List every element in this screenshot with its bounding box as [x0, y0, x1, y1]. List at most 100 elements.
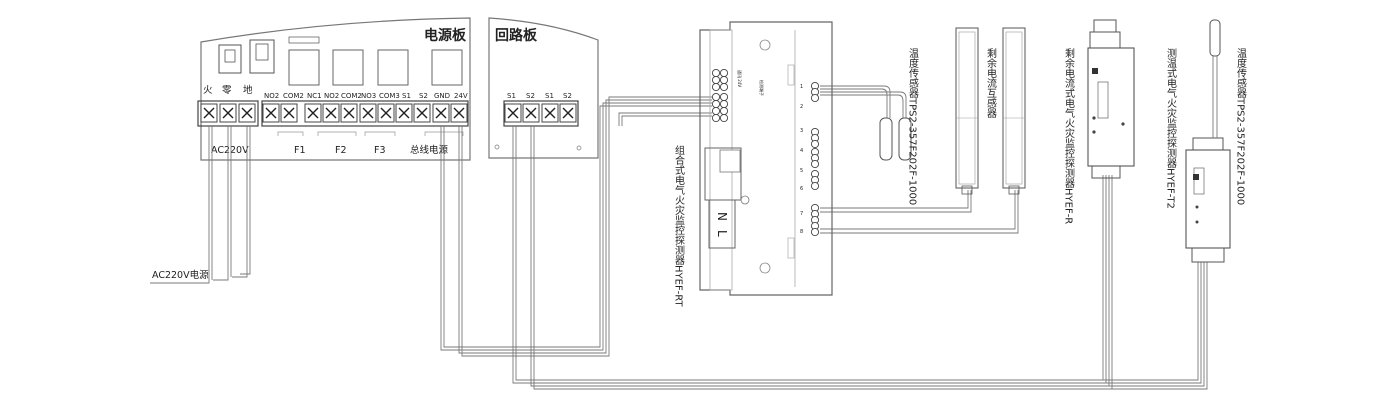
power-board-outline: [200, 17, 471, 161]
label-f3: F3: [374, 145, 386, 156]
terminal-circle: [719, 113, 729, 123]
terminal-circle: [810, 227, 820, 237]
temp-probe-2: [1209, 19, 1221, 57]
terminal-label: NO3: [361, 92, 376, 100]
terminal-circle: [711, 68, 721, 78]
terminal-circle: [711, 75, 721, 85]
rt-channel-number: 6: [800, 186, 803, 192]
terminal-circle: [719, 99, 729, 109]
t2-detector-label: 测温式电气火灾监控探测器HYEF-T2: [1165, 47, 1177, 209]
rt-channel-number: 3: [800, 128, 803, 134]
rt-right-terminals: [810, 81, 820, 237]
terminal-screw: [377, 103, 395, 123]
wire-residual-ct-1: [820, 190, 969, 209]
terminal-screw: [559, 103, 577, 123]
label-ac220v: AC220V: [211, 145, 249, 156]
terminal-label: COM2: [341, 92, 362, 100]
terminal-screw: [450, 103, 468, 123]
temp-probe: [898, 117, 912, 161]
wire-loop-s2: [530, 126, 1205, 387]
relay-4: [431, 49, 463, 86]
terminal-label: COM3: [379, 92, 400, 100]
terminal-screw: [340, 103, 358, 123]
temp-probe: [879, 117, 893, 161]
switch-2: [249, 39, 275, 74]
rt-detector-label: 组合式电气火灾监控探测器HYEF-RT: [673, 144, 685, 308]
wire-bus-to-rt: [618, 112, 712, 126]
terminal-screw: [413, 103, 431, 123]
rt-l-mark: L: [715, 230, 729, 237]
terminal-label: NC1: [307, 92, 322, 100]
loop-terminal-strip: [503, 100, 579, 127]
terminal-circle: [810, 139, 820, 149]
rt-channel-number: 1: [800, 84, 803, 90]
label-f2: F2: [335, 145, 347, 156]
rt-channel-number: 2: [800, 104, 803, 110]
residual-ct-2: [1002, 27, 1026, 195]
wire-temp-sensor-1: [820, 85, 891, 118]
loop-terminal-label: S2: [563, 92, 572, 100]
loop-terminal-screws: [504, 103, 577, 123]
relay-3: [377, 49, 409, 86]
terminal-circle: [810, 159, 820, 169]
terminal-circle: [719, 75, 729, 85]
wire-bus-gnd: [440, 102, 712, 351]
terminal-circle: [719, 68, 729, 78]
rt-n-mark: N: [715, 212, 729, 221]
terminal-screw: [395, 103, 413, 123]
terminal-screw: [522, 103, 540, 123]
power-board: 电源板 火 零 地 NO2 COM2 NC1 NO2 COM2 NO3 COM3…: [197, 17, 471, 161]
terminal-screw: [280, 103, 298, 123]
terminal-circle: [711, 113, 721, 123]
r-detector: 剩余电流式电气火灾监控探测器HYEF-R: [1063, 19, 1135, 225]
ac-supply-label: AC220V电源: [152, 269, 209, 281]
rt-channel-number: 4: [800, 148, 803, 154]
wire-ac-neutral: [213, 126, 229, 281]
label-live: 火: [203, 85, 213, 96]
terminal-screw: [200, 103, 218, 123]
terminal-screw: [541, 103, 559, 123]
terminal-label: NO2: [264, 92, 279, 100]
terminal-label: S1: [402, 92, 411, 100]
wire-loop-s1: [512, 126, 1202, 384]
terminal-circle: [810, 181, 820, 191]
rt-left-terminals: [711, 68, 729, 123]
wire-ac-live: [150, 126, 210, 284]
terminal-circle: [810, 93, 820, 103]
loop-board-title: 回路板: [495, 27, 538, 44]
rt-channel-number: 7: [800, 211, 803, 217]
label-ground: 地: [243, 84, 253, 96]
label-f1: F1: [294, 145, 306, 156]
svg-text:通讯 24V: 通讯 24V: [737, 70, 743, 87]
terminal-screw: [262, 103, 280, 123]
rt-channel-number: 5: [800, 168, 803, 174]
terminal-screws: [200, 103, 468, 123]
terminal-label: GND: [434, 92, 450, 100]
residual-ct-1: [955, 27, 979, 195]
terminal-circle: [719, 82, 729, 92]
residual-ct-label: 剩余电流互感器: [985, 47, 997, 119]
wire-residual-ct-2: [820, 190, 1016, 230]
relay-top: [288, 36, 320, 44]
terminal-screw: [304, 103, 322, 123]
loop-terminal-label: S1: [545, 92, 554, 100]
switch-1: [218, 44, 242, 74]
label-neutral: 零: [222, 85, 232, 96]
r-detector-label: 剩余电流式电气火灾监控探测器HYEF-R: [1063, 47, 1075, 225]
power-board-title: 电源板: [424, 27, 467, 44]
temp-sensor-2-label: 温度传感器TPS2-357F202F-1000: [1235, 48, 1247, 205]
terminal-circle: [719, 92, 729, 102]
terminal-screw: [432, 103, 450, 123]
terminal-circle: [711, 82, 721, 92]
loop-terminal-label: S2: [526, 92, 535, 100]
wire-bus-24v: [458, 99, 712, 354]
loop-board: 回路板 S1 S2 S1 S2: [488, 17, 599, 159]
terminal-label: COM2: [283, 92, 304, 100]
temp-sensor-1-label: 温度传感器TPS2-357F202F-1000: [907, 48, 919, 205]
label-bus-power: 总线电源: [410, 144, 449, 156]
wires: [150, 85, 1208, 390]
terminal-label: S2: [419, 92, 428, 100]
residual-ct: 剩余电流互感器: [955, 27, 1026, 195]
